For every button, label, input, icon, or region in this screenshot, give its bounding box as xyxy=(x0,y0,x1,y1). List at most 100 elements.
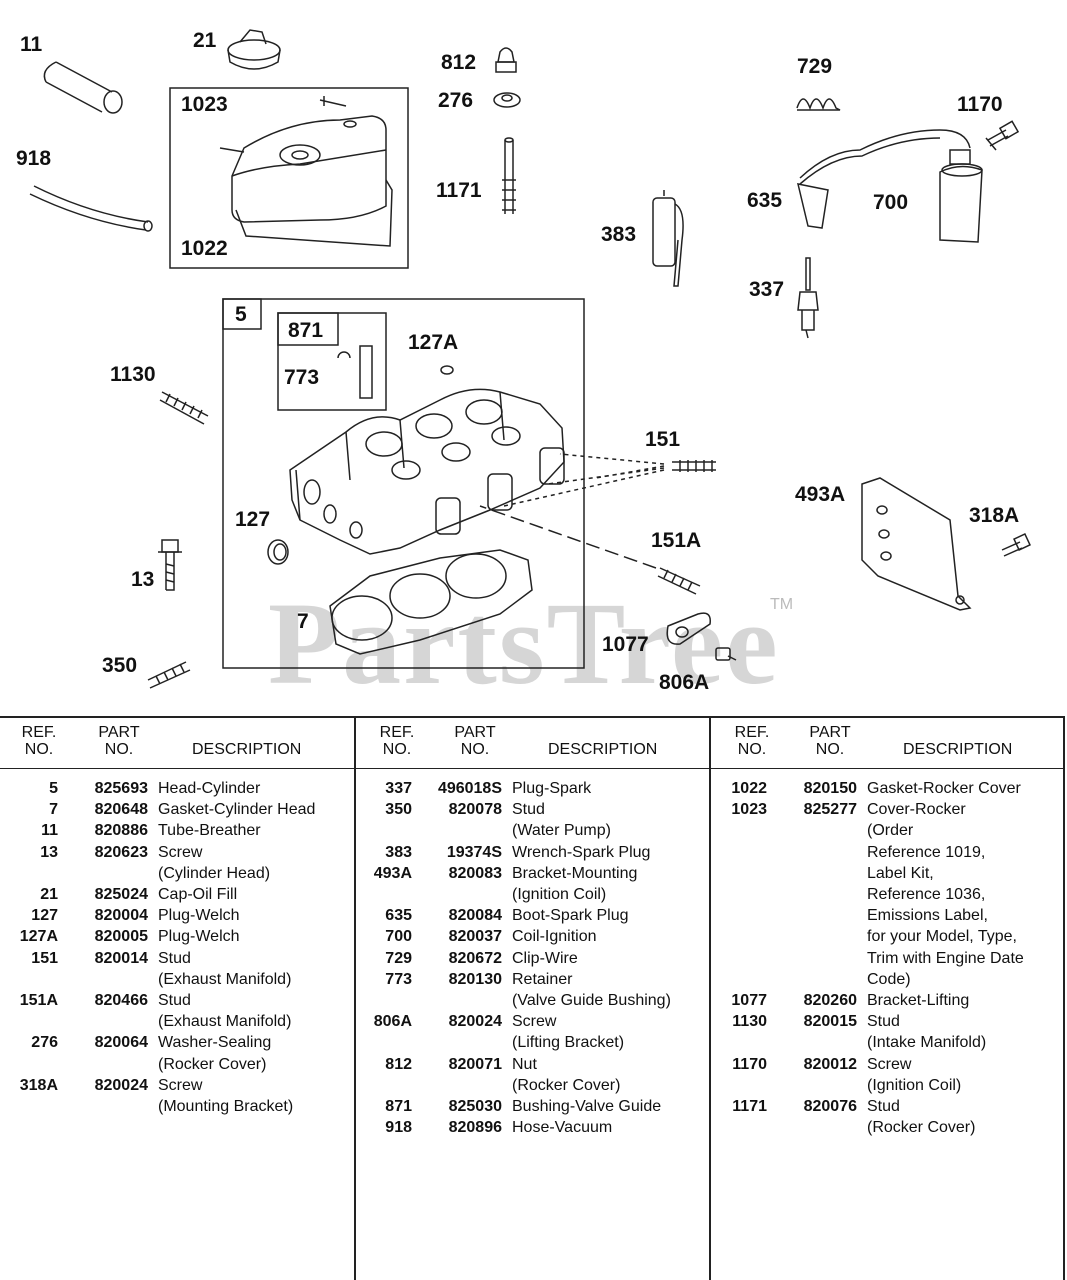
description-header: DESCRIPTION xyxy=(903,741,1013,758)
callout-1170: 1170 xyxy=(957,93,1003,116)
part-description: Clip-Wire xyxy=(512,949,578,967)
part-description: Washer-Sealing(Rocker Cover) xyxy=(158,1034,272,1073)
callout-806A: 806A xyxy=(659,671,710,694)
lifting-bracket-drawing xyxy=(666,612,711,645)
ref-number: 700 xyxy=(385,928,412,946)
watermark: PartsTree xyxy=(268,578,780,709)
part-number: 820024 xyxy=(448,1013,502,1031)
part-description: Retainer(Valve Guide Bushing) xyxy=(512,970,671,1010)
rocker-stud-drawing xyxy=(502,137,516,214)
oil-cap-drawing xyxy=(227,29,281,70)
part-description: Plug-Welch xyxy=(158,907,240,925)
bracket-screw-drawing xyxy=(1001,533,1031,557)
ref-number: 812 xyxy=(385,1055,412,1073)
part-description: Hose-Vacuum xyxy=(512,1119,613,1137)
part-number: 820130 xyxy=(448,970,502,988)
ref-number: 1022 xyxy=(731,780,767,797)
part-description: Stud(Exhaust Manifold) xyxy=(158,992,292,1031)
callout-918: 918 xyxy=(16,147,52,170)
part-number: 820078 xyxy=(448,801,502,819)
callout-151A: 151A xyxy=(651,529,702,552)
ref-number: 806A xyxy=(373,1013,412,1031)
callout-700: 700 xyxy=(873,191,909,214)
part-description: Screw(Cylinder Head) xyxy=(158,843,271,882)
ref-number: 773 xyxy=(385,970,412,988)
callout-812: 812 xyxy=(441,51,477,74)
box-label-871: 871 xyxy=(288,319,324,342)
exhaust-stud-151A xyxy=(657,567,701,595)
coil-screw-drawing xyxy=(985,120,1020,151)
callout-1130: 1130 xyxy=(110,363,156,386)
part-number: 820648 xyxy=(94,801,148,819)
part-number: 820083 xyxy=(448,864,502,882)
part-number: 820005 xyxy=(94,928,148,946)
ref-number: 1023 xyxy=(731,801,767,819)
part-number: 496018S xyxy=(437,780,502,797)
part-number: 820014 xyxy=(94,949,148,967)
exhaust-stud-151 xyxy=(672,460,716,472)
callout-11: 11 xyxy=(20,33,43,56)
ref-number: 11 xyxy=(41,822,58,840)
ref-header: REF.NO. xyxy=(379,724,415,758)
valve-guide-drawing xyxy=(337,345,373,399)
part-description: Stud(Exhaust Manifold) xyxy=(158,949,292,988)
vacuum-hose-drawing xyxy=(29,185,153,232)
part-number: 820024 xyxy=(94,1076,148,1094)
part-drawings xyxy=(29,29,1031,689)
callout-318A: 318A xyxy=(969,504,1020,527)
head-screw-drawing xyxy=(158,539,182,591)
part-number: 825030 xyxy=(448,1098,502,1116)
ref-header: REF.NO. xyxy=(21,724,57,758)
callout-7: 7 xyxy=(297,610,309,633)
part-description: Stud(Water Pump) xyxy=(512,801,611,840)
ref-number: 276 xyxy=(31,1034,58,1052)
part-number: 825277 xyxy=(803,801,857,819)
ref-number: 13 xyxy=(40,843,58,861)
description-header: DESCRIPTION xyxy=(548,741,658,758)
ref-number: 350 xyxy=(385,801,412,819)
part-description: Bracket-Lifting xyxy=(867,992,970,1010)
part-description: Plug-Spark xyxy=(512,780,592,797)
part-description: Head-Cylinder xyxy=(158,780,261,797)
box-label-5: 5 xyxy=(235,303,247,326)
exploded-parts-diagram: PartsTree TM xyxy=(16,29,1031,709)
callout-350: 350 xyxy=(102,654,138,677)
spark-wrench-drawing xyxy=(652,190,684,287)
box-label-1023: 1023 xyxy=(181,93,228,116)
part-description: Tube-Breather xyxy=(158,822,261,840)
ref-number: 127A xyxy=(19,928,58,946)
ref-number: 918 xyxy=(385,1119,412,1137)
part-number: 820071 xyxy=(448,1055,502,1073)
ref-number: 383 xyxy=(385,843,412,861)
callout-635: 635 xyxy=(747,189,783,212)
part-number: 820260 xyxy=(803,992,857,1010)
intake-stud-drawing xyxy=(159,391,209,425)
ref-number: 337 xyxy=(385,780,412,797)
welch-plug-127A xyxy=(440,365,454,375)
ref-number: 5 xyxy=(49,780,58,797)
part-description: Coil-Ignition xyxy=(512,928,597,946)
part-description: Stud(Intake Manifold) xyxy=(867,1013,987,1052)
part-description: Wrench-Spark Plug xyxy=(512,843,651,861)
